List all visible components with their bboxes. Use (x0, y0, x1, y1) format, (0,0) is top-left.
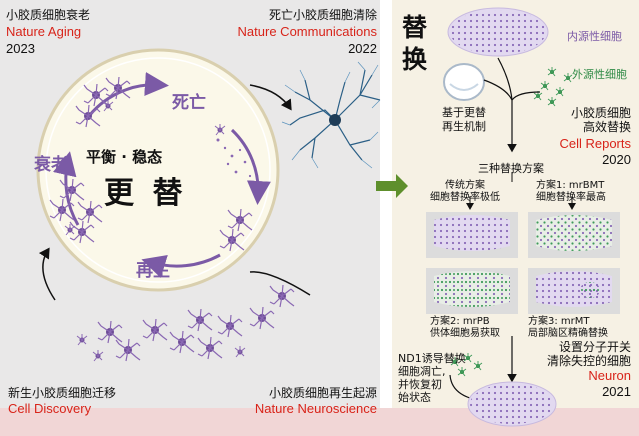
clearance-title: 死亡小胶质细胞清除 (268, 8, 377, 22)
mrpb-scheme-label: 方案2: mrPB 供体细胞易获取 (430, 316, 500, 339)
neuron-journal: Neuron (588, 368, 631, 383)
aging-stage-label: 衰老 (34, 155, 68, 175)
mrmt-scheme-label: 方案3: mrMT 局部脑区精确替换 (528, 316, 608, 339)
molecular-switch-label: 设置分子开关 清除失控的细胞 (546, 340, 631, 368)
neuron-year: 2021 (602, 384, 631, 399)
aging-year: 2023 (6, 41, 35, 56)
origin-title: 小胶质细胞再生起源 (268, 386, 377, 400)
clearance-year: 2022 (348, 41, 377, 56)
aging-title: 小胶质细胞衰老 (6, 8, 91, 22)
replacement-title: 替 换 (402, 13, 428, 74)
cell-reports-year: 2020 (602, 152, 631, 167)
cell-reports-journal: Cell Reports (559, 136, 631, 151)
turnover-label: 更 替 (104, 176, 187, 211)
endogenous-label: 内源性细胞 (567, 30, 622, 43)
aging-journal: Nature Aging (6, 24, 82, 39)
mrbmt-scheme-label: 方案1: mrBMT 细胞替换率最高 (536, 180, 606, 203)
migration-title: 新生小胶质细胞迁移 (8, 386, 117, 400)
nd1-label: ND1诱导替换 细胞凋亡, 并恢复初 始状态 (398, 352, 466, 404)
death-stage-label: 死亡 (172, 93, 206, 113)
traditional-scheme-label: 传统方案 细胞替换率极低 (430, 180, 500, 203)
efficient-label: 小胶质细胞 高效替换 (570, 106, 631, 134)
origin-journal: Nature Neuroscience (254, 401, 377, 416)
balance-label: 平衡 · 稳态 (86, 148, 163, 166)
regeneration-stage-label: 再生 (136, 261, 170, 281)
migration-journal: Cell Discovery (8, 401, 92, 416)
mechanism-label: 基于更替 再生机制 (442, 106, 486, 133)
exogenous-label: 外源性细胞 (572, 68, 627, 81)
three-schemes-label: 三种替换方案 (478, 162, 544, 175)
clearance-journal: Nature Communications (237, 24, 377, 39)
